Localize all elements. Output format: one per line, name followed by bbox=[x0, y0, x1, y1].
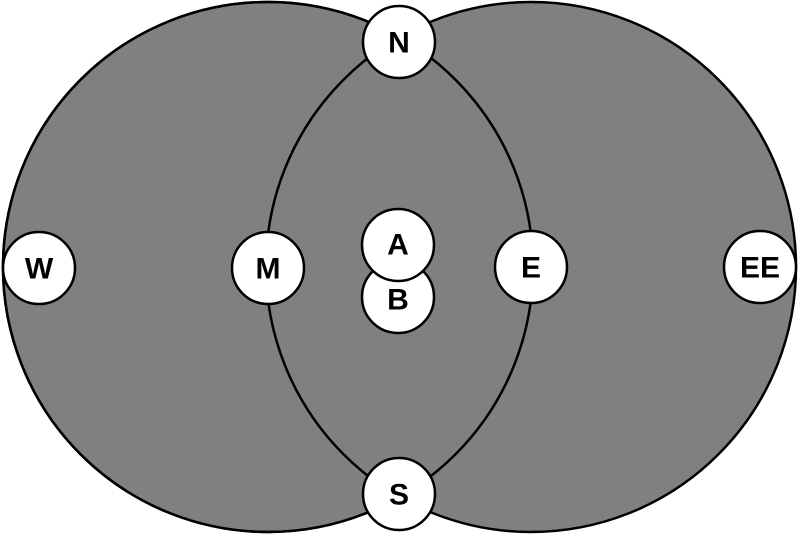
node-w-label: W bbox=[25, 253, 54, 286]
node-m: M bbox=[230, 230, 306, 306]
node-w: W bbox=[1, 230, 77, 306]
node-s: S bbox=[361, 456, 437, 532]
node-e-label: E bbox=[521, 252, 541, 285]
node-ee: EE bbox=[722, 229, 798, 305]
node-e: E bbox=[493, 229, 569, 305]
node-b-label: B bbox=[387, 284, 409, 317]
node-m-label: M bbox=[256, 253, 281, 286]
node-n: N bbox=[361, 4, 437, 80]
node-ee-label: EE bbox=[740, 252, 780, 285]
node-n-label: N bbox=[388, 27, 410, 60]
node-a-label: A bbox=[387, 229, 409, 262]
node-s-label: S bbox=[389, 479, 409, 512]
node-a: A bbox=[360, 207, 436, 283]
